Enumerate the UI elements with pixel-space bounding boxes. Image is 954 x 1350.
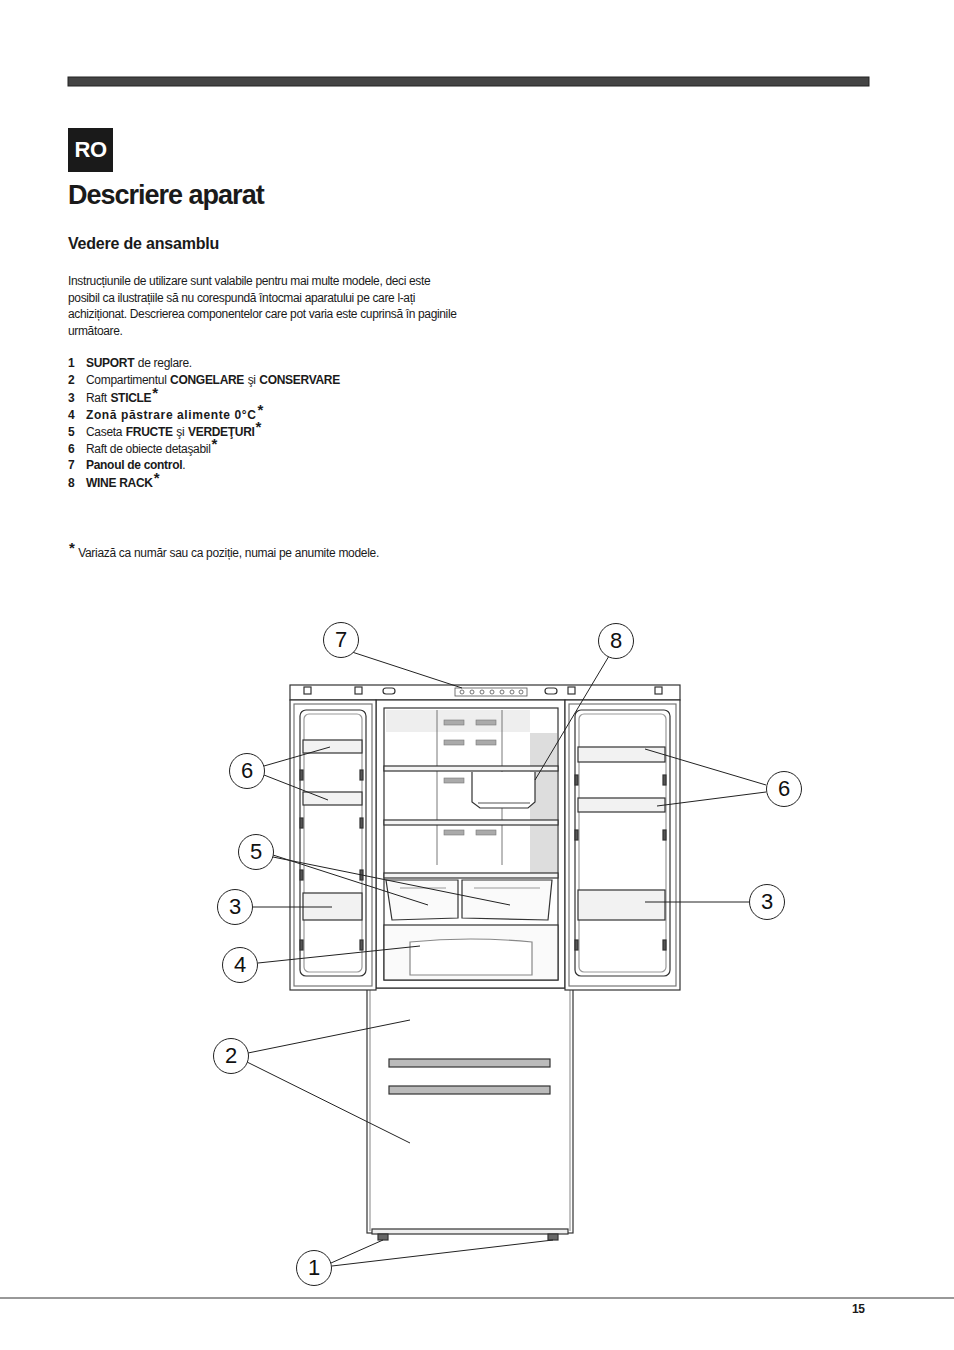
text-row: 7Panoul de control. [68, 457, 185, 473]
list-number: 1 [68, 355, 86, 371]
callout-number: 4 [234, 954, 246, 976]
callout-circle: 5 [238, 834, 274, 870]
text-row: 15 [852, 1301, 865, 1317]
glass-shelf [384, 873, 558, 878]
callout-number: 2 [225, 1045, 237, 1067]
list-number: 8 [68, 475, 86, 491]
text-row: *Variază ca număr sau ca poziție, numai … [68, 544, 379, 561]
left-door [290, 700, 376, 990]
freezer-handle [389, 1059, 550, 1067]
text-row: 5CasetaFRUCTEşiVERDEŢURI* [68, 423, 261, 440]
text-row: 2CompartimentulCONGELAREşiCONSERVARE [68, 372, 340, 388]
callout-number: 6 [778, 778, 790, 800]
list-number: 6 [68, 441, 86, 457]
callout-circle: 6 [229, 753, 265, 789]
door-shelf [303, 740, 362, 753]
top-panel [290, 685, 680, 700]
text-row: Vedere de ansamblu [68, 236, 219, 252]
control-panel [455, 688, 527, 696]
leader-lines [247, 652, 766, 1266]
callout-circle: 6 [766, 771, 802, 807]
list-term: VERDEŢURI [188, 425, 255, 439]
text-row: 3RaftSTICLE* [68, 389, 158, 406]
zero-zone-drawer [384, 925, 558, 980]
callout-number: 3 [761, 891, 773, 913]
list-term: SUPORT [86, 356, 134, 370]
callout-circle: 4 [222, 947, 258, 983]
crisper-drawer [462, 880, 552, 920]
callout-number: 8 [610, 630, 622, 652]
list-number: 5 [68, 424, 86, 440]
wine-rack [472, 772, 535, 808]
callout-circle: 8 [598, 623, 634, 659]
list-number: 2 [68, 372, 86, 388]
header-bar [68, 77, 869, 86]
callout-circle: 3 [749, 884, 785, 920]
bottle-shelf [578, 890, 665, 920]
list-text: şi [176, 425, 184, 439]
callout-circle: 2 [213, 1038, 249, 1074]
list-term: FRUCTE [126, 425, 173, 439]
footnote-mark: * [152, 384, 158, 401]
foot [378, 1234, 388, 1240]
list-text: şi [248, 373, 256, 387]
door-shelf [578, 747, 665, 762]
callout-number: 7 [335, 629, 347, 651]
callout-number: 1 [308, 1257, 320, 1279]
list-text: de reglare. [138, 356, 192, 370]
crisper-drawer [386, 880, 458, 920]
fridge-drawing [290, 685, 680, 1240]
callout-circle: 3 [217, 889, 253, 925]
list-number: 3 [68, 390, 86, 406]
list-text: . [182, 458, 185, 472]
list-text: Caseta [86, 425, 122, 439]
footnote-mark: * [212, 435, 218, 452]
list-term: WINE RACK [86, 476, 153, 490]
list-term: Panoul de control [86, 458, 182, 472]
right-door [565, 700, 680, 990]
text-row: 4Zonă păstrare alimente 0°C* [68, 406, 263, 423]
footnote-mark: * [256, 418, 262, 435]
footer-rule [0, 1298, 954, 1299]
text-row: 8WINE RACK* [68, 474, 159, 491]
foot [548, 1234, 558, 1240]
list-number: 4 [68, 407, 86, 423]
footnote-mark: * [257, 401, 263, 418]
callout-circle: 1 [296, 1250, 332, 1286]
list-text: Raft de obiecte detaşabil [86, 442, 211, 456]
footnote-text: Variază ca număr sau ca poziție, numai p… [78, 546, 379, 560]
callout-number: 3 [229, 896, 241, 918]
freezer-handle [389, 1086, 550, 1094]
list-term: CONSERVARE [259, 373, 340, 387]
door-shelf [578, 798, 665, 812]
footnote-mark: * [154, 469, 160, 486]
text-row: 1SUPORT de reglare. [68, 355, 192, 371]
callout-number: 6 [241, 760, 253, 782]
glass-shelf [384, 766, 558, 771]
language-code: RO [75, 137, 107, 163]
fridge-interior [376, 700, 565, 988]
callout-number: 5 [250, 841, 262, 863]
page-number: 15 [852, 1302, 865, 1316]
footnote-mark: * [69, 539, 75, 556]
freezer-body [367, 988, 573, 1233]
list-term: CONGELARE [170, 373, 244, 387]
callout-circle: 7 [323, 622, 359, 658]
list-term: Zonă păstrare alimente 0°C [86, 408, 256, 422]
list-text: Raft [86, 391, 107, 405]
intro-paragraph: Instrucțiunile de utilizare sunt valabil… [68, 274, 457, 338]
text-row: Instrucțiunile de utilizare sunt valabil… [68, 273, 460, 339]
glass-shelf [384, 820, 558, 825]
list-term: STICLE [110, 391, 151, 405]
language-badge: RO [68, 128, 113, 172]
page-title: Descriere aparat [68, 180, 264, 211]
section-heading: Vedere de ansamblu [68, 235, 219, 252]
list-number: 7 [68, 457, 86, 473]
text-row: 6Raft de obiecte detaşabil* [68, 440, 217, 457]
